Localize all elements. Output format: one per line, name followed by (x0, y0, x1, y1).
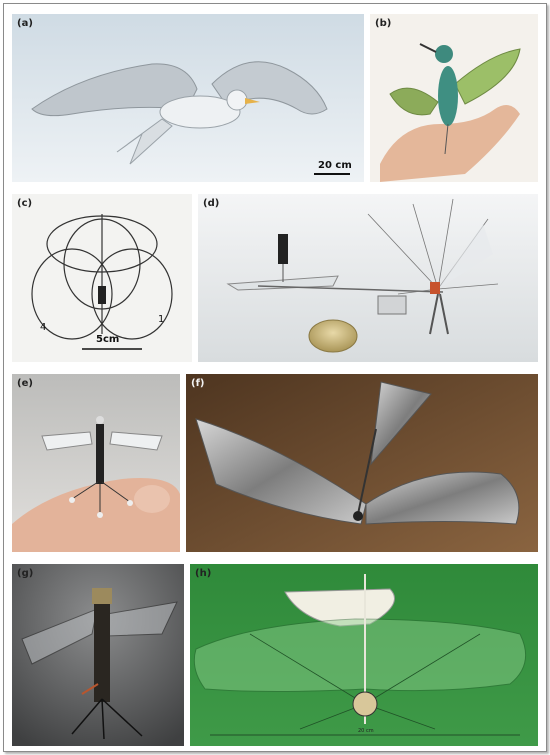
panel-label: (f) (191, 378, 205, 389)
wing-mark-right: 1 (158, 314, 165, 325)
seagull-illustration (12, 14, 364, 182)
panel-b-robotic-hummingbird: (b) (370, 14, 538, 182)
scale-bar-label: 20 cm (318, 160, 352, 171)
scale-bar-label: 20 cm (358, 728, 374, 734)
hummingbird-illustration (370, 14, 538, 182)
panel-a-robotic-seagull: (a) 20 cm (12, 14, 364, 182)
panel-label: (d) (203, 198, 220, 209)
panel-label: (g) (17, 568, 34, 579)
figure-frame: (a) 20 cm (b) (3, 3, 547, 752)
panel-label: (b) (375, 18, 392, 29)
flapping-microrobot-illustration (12, 564, 184, 746)
panel-label: (h) (195, 568, 212, 579)
flapping-mav-illustration (198, 194, 538, 362)
panel-label: (c) (17, 198, 33, 209)
panel-e-microrobot-on-finger: (e) (12, 374, 180, 552)
panel-d-flapping-mav-with-coin: (d) (198, 194, 538, 362)
wireframe-wings-illustration (12, 194, 192, 362)
panel-c-wireframe-wings: (c) 4 1 5cm (12, 194, 192, 362)
panel-label: (a) (17, 18, 33, 29)
scale-bar-label: 5cm (96, 334, 120, 345)
wing-mark-left: 4 (40, 322, 47, 333)
ornithopter-green-illustration (190, 564, 538, 746)
panel-g-flapping-microrobot: (g) (12, 564, 184, 746)
panel-h-ornithopter-green-background: (h) 20 cm (190, 564, 538, 746)
panel-label: (e) (17, 378, 33, 389)
foil-ornithopter-illustration (186, 374, 538, 552)
panel-f-foil-ornithopter: (f) (186, 374, 538, 552)
microrobot-finger-illustration (12, 374, 180, 552)
